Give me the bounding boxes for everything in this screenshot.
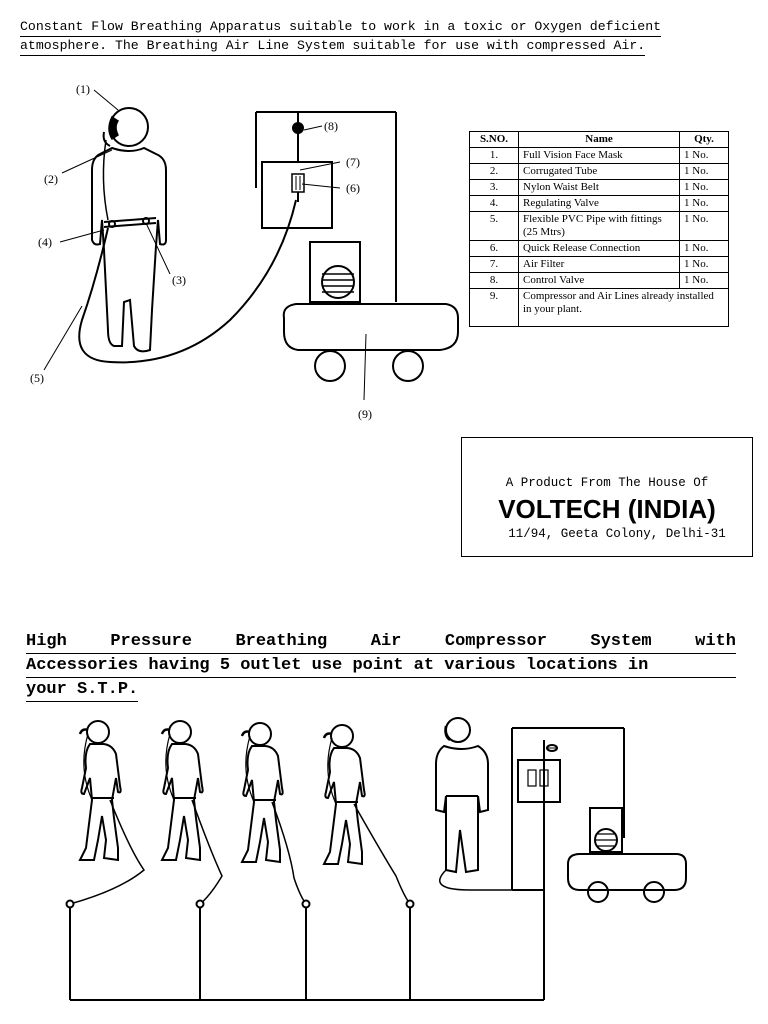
heading-word: Pressure <box>110 632 192 651</box>
parts-table: S.NO. Name Qty. 1. Full Vision Face Mask… <box>469 131 729 327</box>
row-sno: 4. <box>469 195 519 212</box>
heading-word: Breathing <box>235 632 328 651</box>
bottom-heading-line-3: your S.T.P. <box>26 678 139 702</box>
header-sno: S.NO. <box>469 131 519 148</box>
air-line-frame <box>255 111 397 302</box>
label-4: (4) <box>38 235 52 249</box>
leader-lines <box>43 89 367 401</box>
row-qty: 1 No. <box>679 272 729 289</box>
row-name: Flexible PVC Pipe with fittings (25 Mtrs… <box>518 211 680 241</box>
label-3: (3) <box>172 273 186 287</box>
company-address: 11/94, Geeta Colony, Delhi-31 <box>508 527 726 541</box>
row-sno: 6. <box>469 240 519 257</box>
row-qty: 1 No. <box>679 163 729 180</box>
table-row: 1. Full Vision Face Mask 1 No. <box>469 147 729 164</box>
hoses <box>69 799 512 905</box>
pvc-hose <box>78 199 297 364</box>
label-7: (7) <box>346 155 360 169</box>
row-qty: 1 No. <box>679 256 729 273</box>
row-sno: 9. <box>469 288 519 327</box>
label-8: (8) <box>324 119 338 133</box>
compressor-unit <box>282 241 459 382</box>
multi-outlet-diagram <box>65 717 687 1001</box>
top-heading-line-2: atmosphere. The Breathing Air Line Syste… <box>20 37 646 56</box>
bottom-heading-line-2: Accessories having 5 outlet use point at… <box>26 654 736 678</box>
row-name: Corrugated Tube <box>518 163 680 180</box>
heading-word: Air <box>370 632 402 651</box>
top-heading-line-1: Constant Flow Breathing Apparatus suitab… <box>20 18 662 37</box>
row-sno: 5. <box>469 211 519 241</box>
row-name: Quick Release Connection <box>518 240 680 257</box>
worker-figures <box>78 717 489 874</box>
heading-word: High <box>26 632 67 651</box>
top-heading: Constant Flow Breathing Apparatus suitab… <box>20 18 750 56</box>
row-sno: 1. <box>469 147 519 164</box>
heading-word: with <box>695 632 736 651</box>
row-name: Nylon Waist Belt <box>518 179 680 196</box>
airline-system-diagram: (1) (2) (4) (3) (5) (8) (7) (6) (9) <box>30 82 459 421</box>
table-row: 7. Air Filter 1 No. <box>469 256 729 273</box>
bottom-heading: High Pressure Breathing Air Compressor S… <box>26 630 736 702</box>
label-6: (6) <box>346 181 360 195</box>
row-name: Compressor and Air Lines already install… <box>518 288 729 327</box>
company-box: A Product From The House Of VOLTECH (IND… <box>461 437 753 557</box>
table-row: 4. Regulating Valve 1 No. <box>469 195 729 212</box>
label-5: (5) <box>30 371 44 385</box>
row-name: Air Filter <box>518 256 680 273</box>
table-row: 9. Compressor and Air Lines already inst… <box>469 288 729 327</box>
label-1: (1) <box>76 82 90 96</box>
table-row: 2. Corrugated Tube 1 No. <box>469 163 729 180</box>
row-name: Regulating Valve <box>518 195 680 212</box>
row-sno: 3. <box>469 179 519 196</box>
header-name: Name <box>518 131 680 148</box>
compressor-unit-small <box>567 807 687 903</box>
worker-figure-front <box>435 717 489 874</box>
label-9: (9) <box>358 407 372 421</box>
filter-unit <box>517 744 561 803</box>
row-qty: 1 No. <box>679 179 729 196</box>
table-row: 8. Control Valve 1 No. <box>469 272 729 289</box>
row-qty: 1 No. <box>679 211 729 241</box>
row-sno: 7. <box>469 256 519 273</box>
row-qty: 1 No. <box>679 147 729 164</box>
row-qty: 1 No. <box>679 195 729 212</box>
header-qty: Qty. <box>679 131 729 148</box>
table-row: 5. Flexible PVC Pipe with fittings (25 M… <box>469 211 729 241</box>
row-sno: 8. <box>469 272 519 289</box>
company-tagline: A Product From The House Of <box>505 476 709 490</box>
label-2: (2) <box>44 172 58 186</box>
air-manifold <box>65 727 625 1001</box>
row-name: Full Vision Face Mask <box>518 147 680 164</box>
row-name: Control Valve <box>518 272 680 289</box>
table-header-row: S.NO. Name Qty. <box>469 131 729 148</box>
row-qty: 1 No. <box>679 240 729 257</box>
heading-word: System <box>590 632 652 651</box>
table-row: 6. Quick Release Connection 1 No. <box>469 240 729 257</box>
row-sno: 2. <box>469 163 519 180</box>
heading-word: Compressor <box>444 632 547 651</box>
worker-figure <box>91 107 167 353</box>
bottom-heading-line-1: High Pressure Breathing Air Compressor S… <box>26 630 736 654</box>
company-name: VOLTECH (INDIA) <box>498 494 716 524</box>
table-row: 3. Nylon Waist Belt 1 No. <box>469 179 729 196</box>
